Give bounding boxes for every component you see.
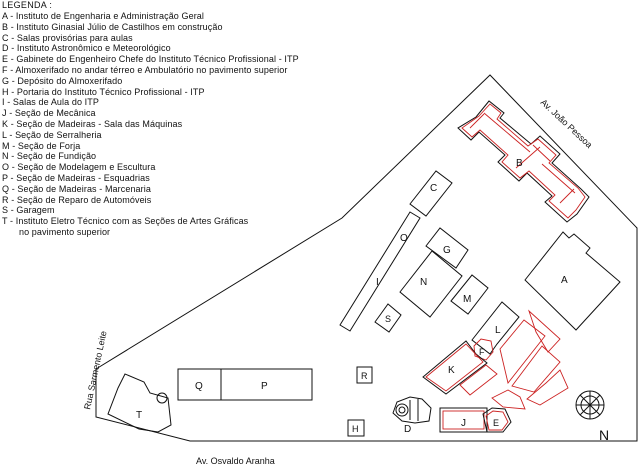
building-r[interactable]	[356, 366, 373, 384]
site-boundary	[95, 74, 638, 442]
label-o: O	[400, 233, 408, 244]
building-c[interactable]	[409, 170, 453, 217]
label-c: C	[430, 183, 437, 194]
label-j: J	[461, 418, 466, 429]
legend-item-b: B - Instituto Ginasial Júlio de Castilho…	[2, 21, 223, 32]
building-s[interactable]	[374, 303, 402, 333]
building-l[interactable]	[471, 301, 520, 355]
label-d: D	[404, 424, 411, 435]
building-h[interactable]	[347, 419, 365, 437]
legend-item-s: S - Garagem	[2, 205, 55, 216]
legend: LEGENDA : A - Instituto de Engenharia e …	[2, 0, 342, 238]
label-n: N	[420, 277, 427, 288]
label-h: H	[352, 424, 359, 434]
legend-item-a: A - Instituto de Engenharia e Administra…	[2, 11, 205, 21]
legend-item-t: T - Instituto Eletro Técnico com as Seçõ…	[2, 216, 249, 227]
label-a: A	[561, 275, 568, 286]
label-k: K	[448, 365, 455, 376]
label-f: F	[479, 347, 485, 357]
legend-title: LEGENDA :	[2, 0, 53, 10]
legend-item-n: N - Seção de Fundição	[2, 151, 97, 162]
building-d[interactable]	[392, 396, 432, 424]
label-r: R	[361, 371, 368, 381]
building-k[interactable]	[422, 340, 488, 395]
building-m[interactable]	[450, 274, 489, 315]
building-i[interactable]	[339, 211, 421, 332]
legend-item-j: J - Seção de Mecânica	[2, 108, 96, 119]
label-g: G	[443, 245, 451, 256]
street-rua-sarmento-leite: Rua Sarmento Leite	[82, 330, 108, 410]
legend-item-e: E - Gabinete do Engenheiro Chefe do Inst…	[2, 54, 299, 65]
building-a[interactable]	[524, 231, 621, 331]
legend-item-l: L - Seção de Serralheria	[2, 129, 102, 140]
legend-item-f: F - Almoxerifado no andar térreo e Ambul…	[2, 64, 288, 75]
label-q: Q	[195, 381, 203, 392]
label-t: T	[136, 410, 142, 421]
legend-item-m: M - Seção de Forja	[2, 140, 81, 151]
label-p: P	[261, 381, 268, 392]
building-k-detail	[425, 343, 484, 392]
label-i: I	[376, 277, 379, 288]
label-m: M	[463, 294, 471, 305]
building-e[interactable]	[482, 407, 512, 433]
legend-item-k: K - Seção de Madeiras - Sala das Máquina…	[2, 118, 183, 129]
building-n[interactable]	[399, 250, 463, 318]
label-e: E	[493, 418, 499, 428]
legend-item-h: H - Portaria do Instituto Técnico Profis…	[2, 86, 205, 97]
label-s: S	[385, 314, 391, 324]
building-b[interactable]	[457, 100, 590, 223]
legend-item-d: D - Instituto Astronômico e Meteorológic…	[2, 43, 171, 54]
legend-item-t-continuation: no pavimento superior	[19, 226, 111, 237]
building-p[interactable]	[220, 368, 313, 401]
legend-item-c: C - Salas provisórias para aulas	[2, 32, 133, 43]
building-g[interactable]	[425, 227, 469, 269]
legend-item-q: Q - Seção de Madeiras - Marcenaria	[2, 183, 151, 194]
compass-north-label: N	[599, 427, 609, 443]
legend-item-i: I - Salas de Aula do ITP	[2, 97, 99, 108]
label-b: B	[516, 158, 523, 169]
label-l: L	[495, 325, 501, 336]
legend-item-r: R - Seção de Reparo de Automóveis	[2, 194, 152, 205]
legend-item-p: P - Seção de Madeiras - Esquadrias	[2, 172, 150, 183]
courtyard-outlines	[459, 309, 569, 410]
legend-item-o: O - Seção de Modelagem e Escultura	[2, 162, 156, 173]
building-f[interactable]	[473, 338, 494, 361]
compass-rose	[575, 390, 605, 420]
street-av-osvaldo-aranha: Av. Osvaldo Aranha	[196, 456, 275, 466]
building-t[interactable]	[107, 373, 172, 433]
legend-item-g: G - Depósito do Almoxerifado	[2, 75, 123, 86]
